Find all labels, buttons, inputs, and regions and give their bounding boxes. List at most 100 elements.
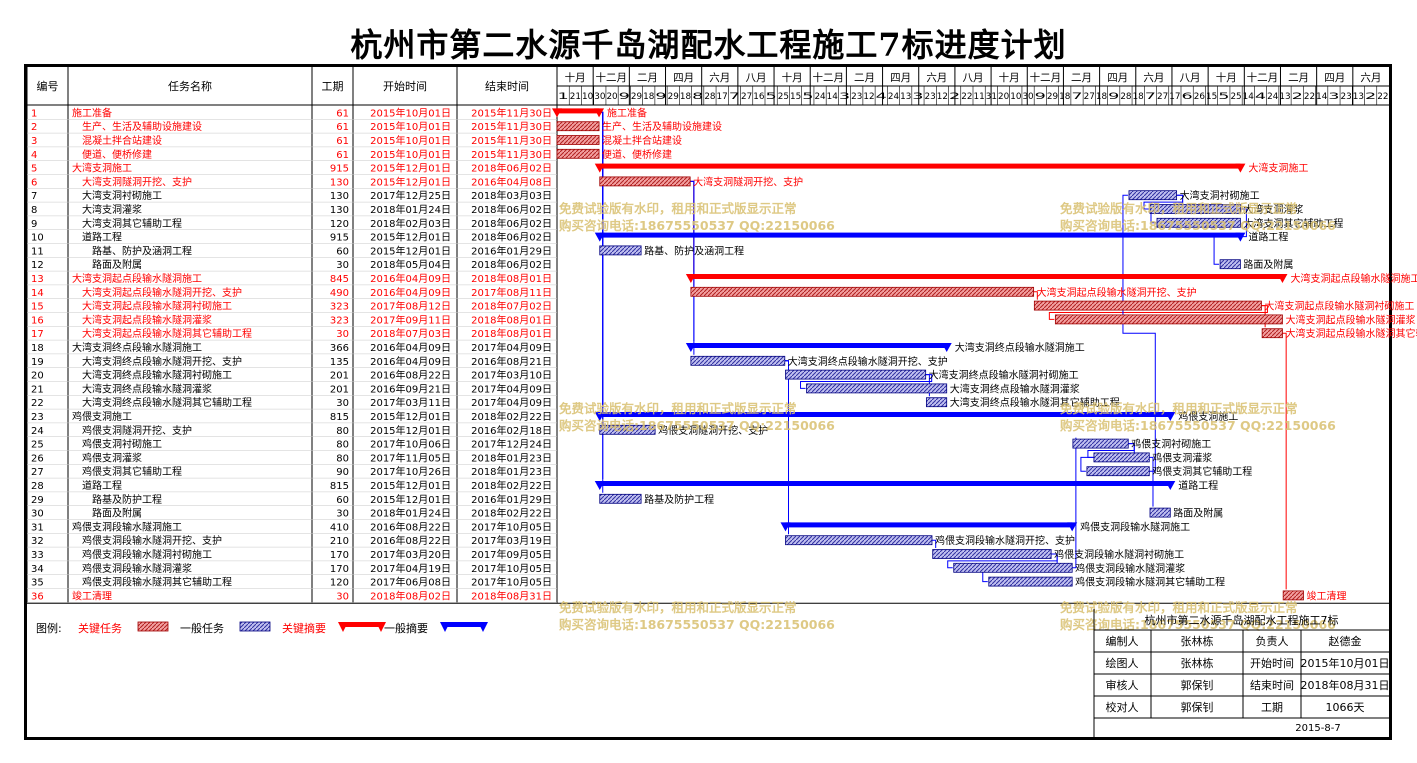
gantt-bar-22: 大湾支洞终点段输水隧洞其它辅助工程 xyxy=(925,396,1120,409)
task-bar xyxy=(806,383,948,394)
bar-label: 大湾支洞起点段输水隧洞施工 xyxy=(1290,272,1417,285)
summary-end-cap xyxy=(594,108,605,118)
task-bar xyxy=(599,245,642,256)
gantt-bar-11: 路基、防护及涵洞工程 xyxy=(599,244,744,257)
task-end: 2017年12月24日 xyxy=(471,438,552,451)
task-start: 2018年05月04日 xyxy=(370,258,451,271)
task-end: 2015年11月30日 xyxy=(471,120,552,133)
task-end: 2017年03月10日 xyxy=(471,369,552,382)
summary-start-cap xyxy=(594,232,605,242)
task-start: 2016年08月22日 xyxy=(370,534,451,547)
month-label: 四月 xyxy=(1324,72,1345,84)
gantt-bar-17: 大湾支洞起点段输水隧洞其它辅助工程 xyxy=(1261,327,1417,340)
task-table-header: 编号任务名称工期开始时间结束时间 xyxy=(37,79,530,93)
day-label: 27 xyxy=(741,92,752,102)
summary-bar xyxy=(690,343,947,348)
task-start: 2015年10月01日 xyxy=(370,106,451,119)
task-bar xyxy=(953,562,1073,573)
task-id: 30 xyxy=(31,509,44,520)
month-label: 六月 xyxy=(926,72,947,84)
task-bar xyxy=(1054,314,1283,325)
task-end: 2017年09月05日 xyxy=(471,548,552,561)
gantt-bar-23: 鸡偎支洞施工 xyxy=(594,410,1238,423)
bar-label: 大湾支洞其它辅助工程 xyxy=(1243,217,1343,230)
day-label: 1 xyxy=(558,92,569,102)
task-start: 2016年08月22日 xyxy=(370,369,451,382)
task-name: 鸡偎支洞段输水隧洞衬砌施工 xyxy=(82,548,212,561)
watermark-line2: 购买咨询电话:18675550537 QQ:22150066 xyxy=(1060,418,1336,433)
bar-label: 大湾支洞终点段输水隧洞其它辅助工程 xyxy=(950,396,1120,409)
gantt-bar-24: 鸡偎支洞隧洞开挖、支护 xyxy=(599,424,768,437)
task-duration: 80 xyxy=(336,453,349,464)
task-bar xyxy=(1086,466,1150,477)
bar-label: 路面及附属 xyxy=(1243,258,1293,271)
dependency-link xyxy=(690,180,695,355)
task-bar xyxy=(785,369,927,380)
bar-label: 道路工程 xyxy=(1178,479,1218,492)
day-label: 18 xyxy=(680,92,692,102)
task-start: 2017年06月08日 xyxy=(370,576,451,589)
month-label: 十月 xyxy=(565,71,586,84)
task-bar xyxy=(1093,452,1150,463)
day-label: 14 xyxy=(827,92,839,102)
task-id: 23 xyxy=(31,412,44,423)
day-label: 13 xyxy=(1353,92,1364,102)
bar-label: 路基、防护及涵洞工程 xyxy=(644,244,744,257)
task-start: 2015年12月01日 xyxy=(370,493,451,506)
gantt-bar-4: 便道、便桥修建 xyxy=(556,148,672,161)
task-id: 36 xyxy=(31,591,44,602)
dependency-link xyxy=(1122,194,1156,472)
day-label: 18 xyxy=(1133,92,1145,102)
day-label: 11 xyxy=(974,92,985,102)
task-name: 大湾支洞终点段输水隧洞衬砌施工 xyxy=(82,369,232,382)
info-table: 杭州市第二水源千岛湖配水工程施工7标编制人张林栋负责人赵德金绘图人张林栋开始时间… xyxy=(1093,609,1390,737)
task-end: 2018年03月03日 xyxy=(471,189,552,202)
task-start: 2016年04月09日 xyxy=(370,272,451,285)
task-name: 大湾支洞终点段输水隧洞开挖、支护 xyxy=(82,355,242,368)
task-id: 11 xyxy=(31,246,44,257)
task-duration: 120 xyxy=(330,219,349,230)
day-label: 30 xyxy=(594,92,606,102)
task-id: 20 xyxy=(31,371,44,382)
task-id: 3 xyxy=(31,136,37,147)
task-bar xyxy=(690,355,786,366)
gantt-bar-26: 鸡偎支洞灌浆 xyxy=(1093,451,1212,464)
task-duration: 30 xyxy=(336,260,349,271)
task-id: 19 xyxy=(31,357,44,368)
day-label: 12 xyxy=(937,92,948,102)
month-label: 十月 xyxy=(1216,71,1237,84)
bar-label: 大湾支洞终点段输水隧洞灌浆 xyxy=(950,382,1080,395)
task-bar xyxy=(925,397,948,408)
task-duration: 30 xyxy=(336,398,349,409)
task-end: 2018年06月02日 xyxy=(471,231,552,244)
task-name: 施工准备 xyxy=(72,106,112,119)
day-label: 12 xyxy=(863,92,874,102)
month-label: 二月 xyxy=(1071,72,1092,84)
watermark-line2: 购买咨询电话:18675550537 QQ:22150066 xyxy=(559,617,835,632)
bar-label: 路面及附属 xyxy=(1173,507,1223,520)
task-id: 16 xyxy=(31,315,44,326)
task-end: 2018年06月02日 xyxy=(471,217,552,230)
task-id: 15 xyxy=(31,302,44,313)
day-label: 9 xyxy=(655,92,667,102)
gantt-bar-27: 鸡偎支洞其它辅助工程 xyxy=(1086,465,1252,478)
task-bar xyxy=(599,424,656,435)
month-label: 六月 xyxy=(1360,72,1381,84)
task-duration: 90 xyxy=(336,467,349,478)
header-end: 结束时间 xyxy=(485,80,529,93)
task-bar xyxy=(1149,507,1171,518)
day-label: 18 xyxy=(643,92,655,102)
bar-label: 鸡偎支洞其它辅助工程 xyxy=(1152,465,1252,478)
gantt-bar-19: 大湾支洞终点段输水隧洞开挖、支护 xyxy=(690,355,948,368)
task-duration: 130 xyxy=(330,205,349,216)
task-name: 大湾支洞隧洞开挖、支护 xyxy=(82,175,192,188)
gantt-bar-31: 鸡偎支洞段输水隧洞施工 xyxy=(780,520,1190,533)
